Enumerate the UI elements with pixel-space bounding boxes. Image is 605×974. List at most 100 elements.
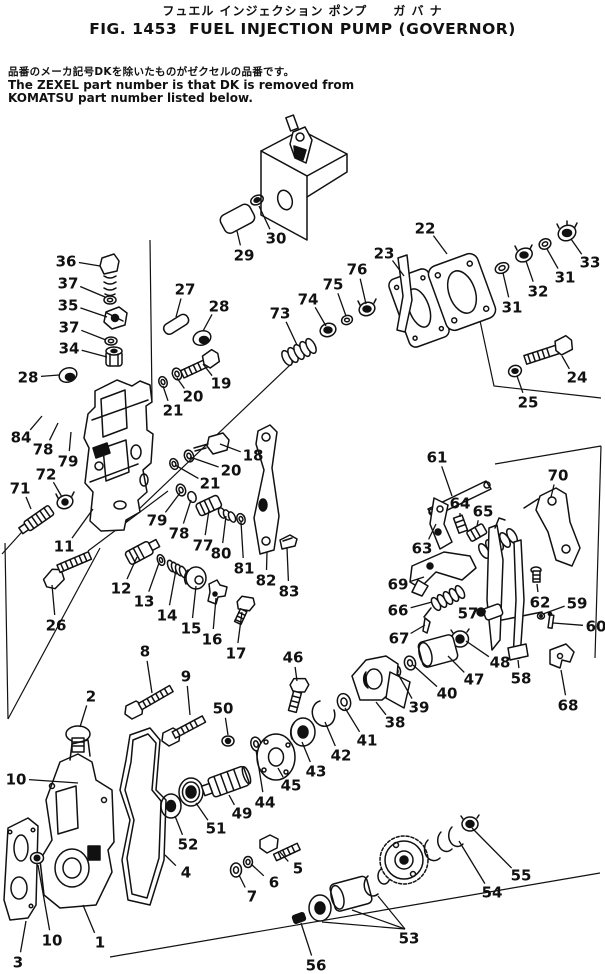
callout-68: 68	[558, 669, 578, 715]
svg-text:57: 57	[458, 605, 479, 623]
part-20-washer-b	[183, 449, 195, 463]
svg-text:5: 5	[293, 860, 303, 878]
callout-78: 78	[33, 422, 59, 459]
part-47-sleeve	[417, 634, 459, 668]
callout-12: 12	[111, 556, 138, 598]
part-37-washer	[103, 295, 117, 305]
svg-text:54: 54	[482, 884, 503, 902]
svg-text:4: 4	[181, 864, 191, 882]
svg-text:75: 75	[323, 276, 344, 294]
part-14-spring	[166, 559, 188, 579]
part-26-bolt	[42, 551, 93, 590]
svg-text:78: 78	[33, 441, 54, 459]
lever-blade	[396, 254, 413, 333]
part-37-washer-b	[104, 336, 118, 346]
callout-28: 28	[202, 298, 230, 332]
svg-text:65: 65	[473, 503, 494, 521]
svg-text:27: 27	[175, 281, 196, 299]
part-2-cap	[65, 725, 91, 753]
part-81-washer	[236, 512, 246, 526]
svg-text:74: 74	[298, 291, 319, 309]
svg-text:14: 14	[157, 607, 178, 625]
part-79-ring	[175, 483, 187, 497]
part-19-bolt	[179, 348, 221, 379]
callout-29: 29	[234, 230, 254, 265]
top-bracket	[260, 114, 348, 241]
callout-53: 53	[399, 928, 419, 948]
part-78-oring	[187, 490, 197, 504]
callout-2: 2	[79, 688, 96, 728]
part-62-screw	[530, 566, 542, 583]
part-25-washer	[507, 364, 523, 378]
part-13-ring	[156, 553, 166, 567]
svg-text:28: 28	[209, 298, 230, 316]
callout-31: 31	[502, 272, 522, 317]
part-77-plug	[195, 494, 223, 517]
svg-text:16: 16	[202, 631, 223, 649]
svg-text:45: 45	[281, 777, 302, 795]
part-74-nut	[319, 322, 337, 338]
svg-text:35: 35	[58, 297, 79, 315]
note-english-line2: KOMATSU part number listed below.	[8, 91, 253, 105]
callout-45: 45	[277, 767, 302, 795]
callout-13: 13	[134, 562, 160, 611]
part-76-nut	[357, 298, 377, 317]
callout-33: 33	[570, 238, 601, 272]
part-40-ring	[403, 655, 417, 671]
callout-61: 61	[427, 449, 453, 497]
svg-text:18: 18	[243, 447, 264, 465]
part-58-link-rod	[507, 539, 529, 661]
part-68-clip	[549, 643, 575, 669]
part-7-ring	[229, 862, 243, 878]
part-38-fork-sleeve	[351, 655, 411, 709]
part-15-roller	[183, 566, 207, 590]
note-japanese: 品番のメーカ記号DKを除いたものがゼクセルの品番です。	[8, 66, 295, 78]
part-75-washer	[340, 314, 354, 326]
svg-text:42: 42	[331, 747, 352, 765]
callout-57: 57	[458, 605, 487, 623]
callout-46: 46	[283, 649, 304, 682]
svg-text:46: 46	[283, 649, 304, 667]
part-52-ring	[160, 793, 182, 819]
svg-text:69: 69	[388, 576, 409, 594]
svg-text:50: 50	[213, 700, 234, 718]
callout-24: 24	[561, 355, 587, 387]
callout-32: 32	[525, 260, 548, 301]
part-21-ring-b	[169, 457, 179, 471]
callout-69: 69	[388, 576, 425, 594]
callout-63: 63	[412, 523, 437, 558]
svg-text:21: 21	[200, 475, 221, 493]
callout-1: 1	[82, 904, 105, 952]
callout-16: 16	[202, 597, 223, 649]
part-65-roller	[466, 523, 488, 542]
callout-35: 35	[58, 297, 108, 318]
part-35-plug	[103, 306, 128, 330]
callout-21: 21	[174, 464, 221, 493]
svg-text:8: 8	[140, 643, 150, 661]
svg-text:11: 11	[54, 538, 75, 556]
part-66-spring	[423, 584, 466, 618]
callout-41: 41	[344, 707, 377, 750]
callout-36: 36	[56, 253, 101, 271]
svg-text:33: 33	[580, 254, 601, 272]
callout-10: 10	[6, 771, 79, 789]
part-63-lever	[429, 497, 453, 550]
callout-59: 59	[542, 595, 587, 615]
svg-text:12: 12	[111, 580, 132, 598]
part-46-screw	[287, 677, 310, 714]
svg-text:23: 23	[374, 245, 395, 263]
part-34-plug	[105, 346, 123, 367]
svg-text:48: 48	[490, 654, 511, 672]
callout-40: 40	[412, 664, 457, 703]
svg-text:20: 20	[183, 388, 204, 406]
callout-15: 15	[181, 585, 201, 638]
svg-text:22: 22	[415, 220, 436, 238]
svg-text:25: 25	[518, 394, 539, 412]
callout-60: 60	[552, 618, 605, 636]
svg-text:10: 10	[6, 771, 27, 789]
svg-text:51: 51	[206, 820, 227, 838]
callout-48: 48	[465, 640, 511, 672]
part-3-cover-plate	[3, 817, 39, 921]
callout-28: 28	[18, 369, 60, 387]
svg-text:37: 37	[58, 275, 79, 293]
